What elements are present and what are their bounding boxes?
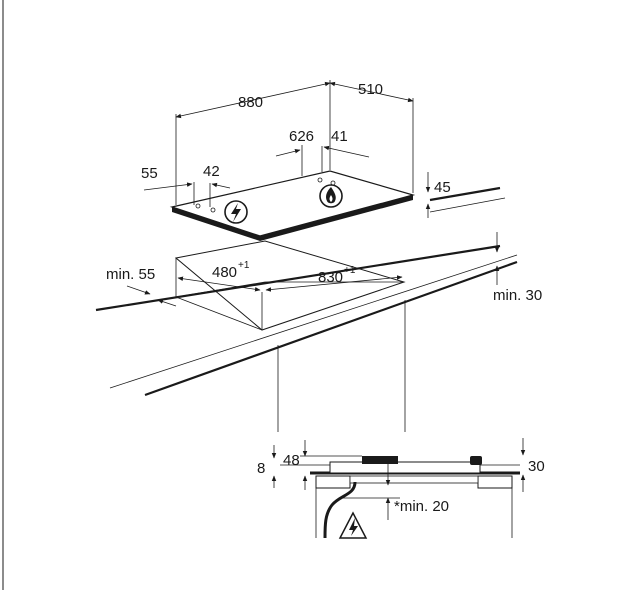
dim-left-gap: 42 [203, 163, 220, 180]
dim-cut-depth-group: 480 +1 [212, 260, 250, 281]
dim-min-left: min. 55 [106, 266, 155, 283]
dim-min-below: *min. 20 [394, 498, 449, 515]
dim-cut-width-group: 830 +1 [318, 265, 356, 286]
dim-depth: 510 [358, 81, 383, 98]
dim-side-right: 30 [528, 458, 545, 475]
dim-cut-width-tolerance: +1 [344, 265, 356, 276]
hob-top-view [169, 170, 506, 241]
dim-cut-depth: 480 [212, 264, 237, 281]
electric-warning-icon [224, 200, 248, 224]
hob-side-view [280, 456, 520, 539]
dim-min-back: min. 30 [493, 287, 542, 304]
dim-cut-depth-tolerance: +1 [238, 260, 250, 271]
dim-side-small: 8 [257, 460, 265, 477]
cutout-dimensions [126, 232, 500, 307]
dim-cut-width: 830 [318, 269, 343, 286]
top-view-dimensions [143, 80, 431, 218]
dim-height: 45 [434, 179, 451, 196]
worktop-cutout-view [95, 240, 518, 432]
dim-burner-offset: 626 [289, 128, 314, 145]
dim-side-height: 48 [283, 452, 300, 469]
gas-flame-icon [319, 184, 343, 208]
dim-burner-gap: 41 [331, 128, 348, 145]
cable-warning-icon [338, 511, 368, 539]
dim-left-offset: 55 [141, 165, 158, 182]
side-view-dimensions [271, 438, 526, 492]
dim-width: 880 [238, 94, 263, 111]
